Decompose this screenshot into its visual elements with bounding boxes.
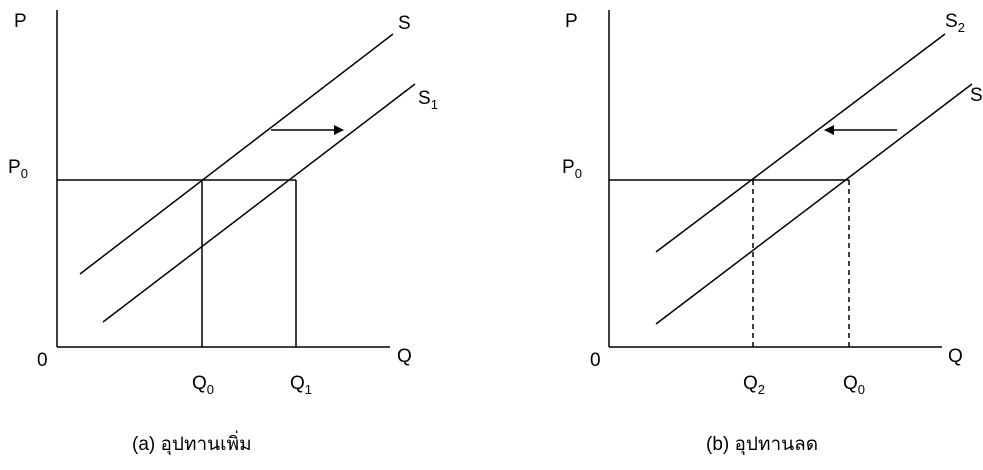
price-label: P0 bbox=[8, 157, 28, 181]
y-axis-label: P bbox=[565, 11, 578, 32]
panel-b-labels: P Q 0 P0 S2 S Q2 Q0 (b) อุปทานลด bbox=[562, 11, 983, 456]
origin-label: 0 bbox=[37, 350, 48, 371]
supply-curve-left-label: S2 bbox=[945, 11, 965, 35]
supply-curve-shifted bbox=[102, 83, 416, 323]
supply-curve-shifted-label: S1 bbox=[418, 88, 438, 112]
supply-curve-right-label: S bbox=[970, 85, 983, 106]
supply-curve-left bbox=[655, 33, 946, 253]
panel-a-caption: (a) อุปทานเพิ่ม bbox=[132, 430, 252, 456]
quantity-label-right: Q1 bbox=[290, 373, 312, 397]
x-axis-label: Q bbox=[397, 346, 412, 367]
panel-b-caption: (b) อุปทานลด bbox=[706, 434, 818, 456]
x-axis-label: Q bbox=[948, 346, 963, 367]
price-label: P0 bbox=[562, 157, 582, 181]
quantity-label-right: Q0 bbox=[843, 373, 865, 397]
quantity-label-left: Q2 bbox=[743, 373, 765, 397]
y-axis-label: P bbox=[14, 11, 27, 32]
supply-curve-right bbox=[655, 83, 973, 325]
panel-a-labels: P Q 0 P0 S S1 Q0 Q1 (a) อุปทานเพิ่ม bbox=[8, 11, 438, 456]
quantity-label-left: Q0 bbox=[192, 373, 214, 397]
panel-b bbox=[608, 10, 973, 348]
origin-label: 0 bbox=[590, 350, 601, 371]
supply-curve-original-label: S bbox=[398, 13, 411, 34]
panel-a bbox=[56, 10, 416, 348]
supply-curve-original bbox=[79, 33, 394, 275]
